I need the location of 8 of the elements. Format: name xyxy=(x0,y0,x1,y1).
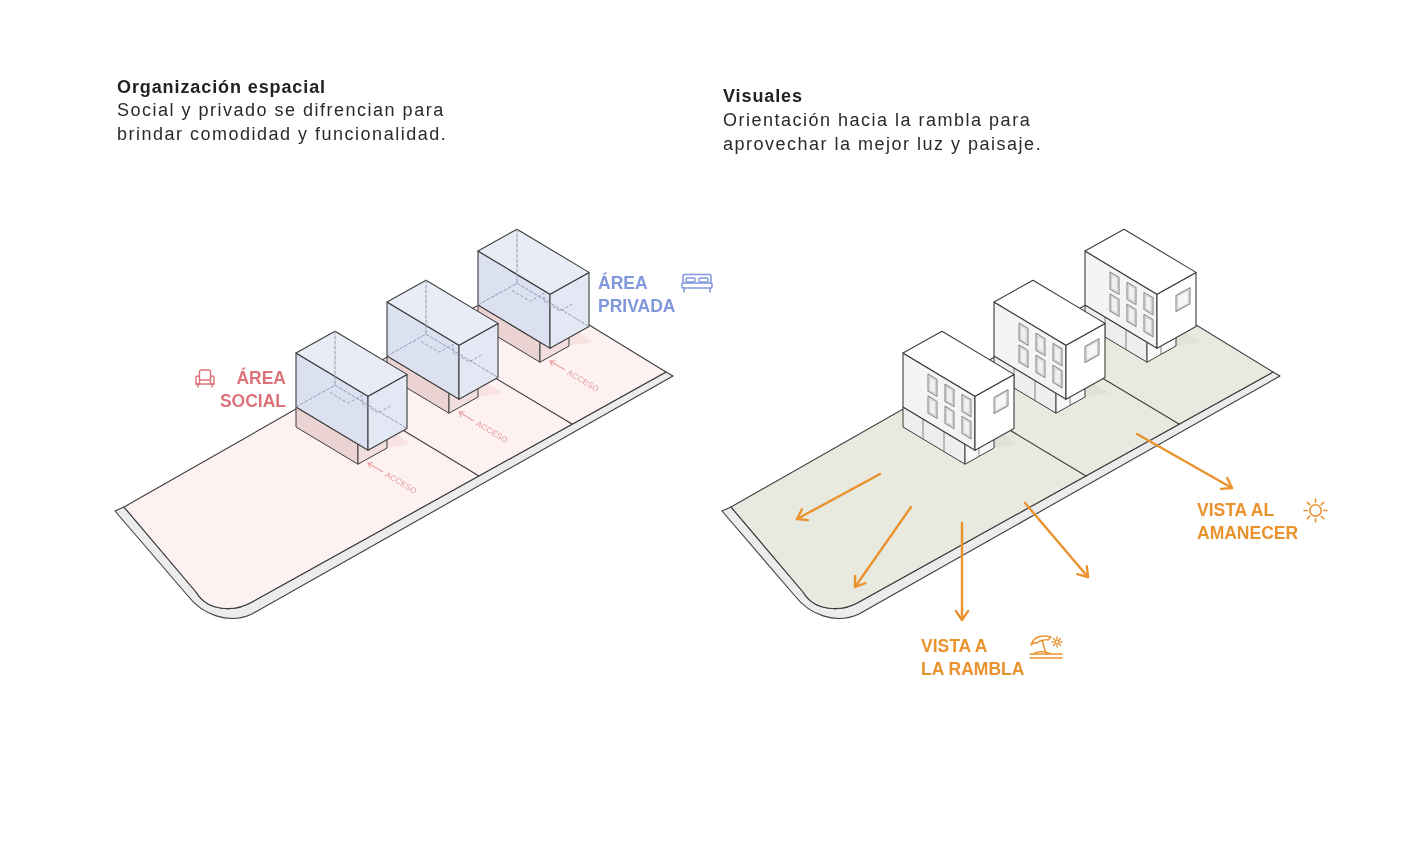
section-heading: Organización espacial xyxy=(117,76,326,99)
view-label: VISTA AL AMANECER xyxy=(1197,498,1299,545)
zone-label: ÁREA PRIVADA xyxy=(598,271,676,318)
zone-label: ÁREA SOCIAL xyxy=(219,366,286,413)
section-description: Orientación hacia la rambla para aprovechar la mejor luz y paisaje. xyxy=(723,109,1043,156)
section-description: Social y privado se difrencian para brindar comodidad y funcionalidad. xyxy=(117,99,448,146)
view-label: VISTA A LA RAMBLA xyxy=(921,634,1025,681)
section-heading: Visuales xyxy=(723,85,803,108)
